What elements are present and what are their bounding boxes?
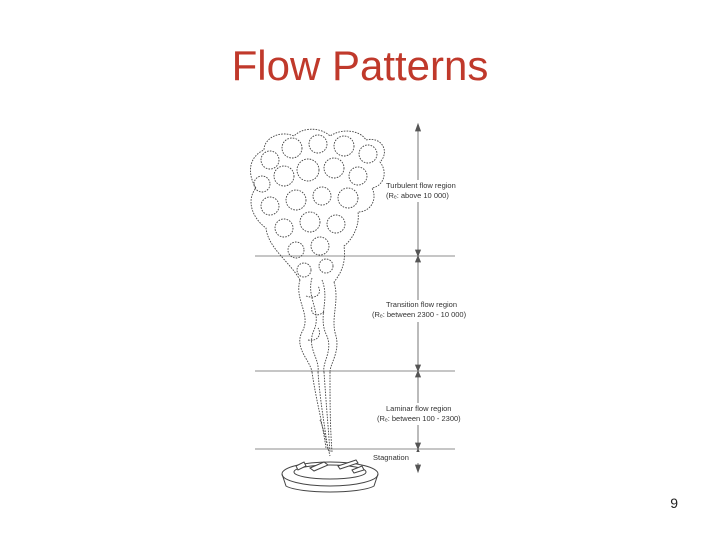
stagnation-label: Stagnation: [373, 453, 409, 462]
arrow-up-icon: [416, 124, 421, 131]
turbulent-cloud: [250, 129, 384, 282]
page-number: 9: [670, 495, 678, 511]
transition-label-line2: (Rₑ: between 2300 - 10 000): [372, 310, 467, 319]
arrow-icon: [416, 256, 421, 262]
arrow-down-icon: [416, 465, 421, 472]
transition-streams: [299, 278, 337, 372]
arrow-icon: [416, 371, 421, 377]
transition-label-line1: Transition flow region: [386, 300, 457, 309]
ashtray-icon: [282, 460, 378, 492]
laminar-label-line2: (Rₑ: between 100 - 2300): [377, 414, 461, 423]
laminar-streams: [312, 372, 332, 456]
turbulent-label-line2: (Rₑ: above 10 000): [386, 191, 449, 200]
smoke-plume-illustration: [250, 129, 384, 456]
laminar-label-line1: Laminar flow region: [386, 404, 451, 413]
turbulent-label-line1: Turbulent flow region: [386, 181, 456, 190]
